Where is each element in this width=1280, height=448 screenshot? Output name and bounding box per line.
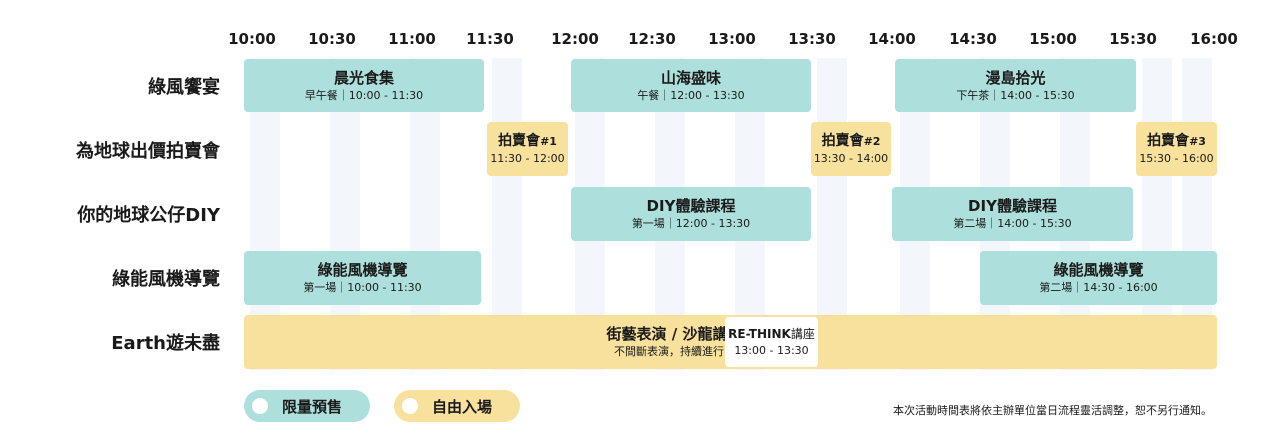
legend-reserved: 限量預售 (244, 390, 370, 422)
event-time: 第一場｜12:00 - 13:30 (631, 217, 751, 230)
time-label: 10:30 (308, 30, 356, 48)
time-label: 11:30 (466, 30, 514, 48)
event-title: 山海盛味 (660, 68, 721, 87)
event-time: 午餐｜12:00 - 13:30 (637, 88, 745, 102)
legend-label: 限量預售 (282, 397, 343, 416)
time-label: 15:00 (1029, 30, 1077, 48)
time-label: 14:30 (949, 30, 997, 48)
legend-dot (252, 398, 268, 414)
legend-free: 自由入場 (394, 390, 520, 422)
row-label-earth: Earth遊未盡 (111, 333, 220, 354)
event-subtitle: 不間斷表演，持續進行中 (614, 345, 735, 358)
time-label: 10:00 (228, 30, 276, 48)
event-rethink-talk[interactable]: RE-THINK講座 13:00 - 13:30 (725, 317, 818, 367)
event-title: DIY體驗課程 (646, 197, 736, 215)
event-tour-2[interactable]: 綠能風機導覽 第二場｜14:30 - 16:00 (980, 251, 1217, 305)
event-feast-lunch[interactable]: 山海盛味 午餐｜12:00 - 13:30 (571, 59, 811, 112)
event-title: 晨光食集 (333, 68, 394, 87)
time-label: 11:00 (388, 30, 436, 48)
event-title: 拍賣會#2 (821, 132, 881, 149)
event-time: 11:30 - 12:00 (490, 151, 565, 165)
event-auction-3[interactable]: 拍賣會#3 15:30 - 16:00 (1136, 122, 1217, 176)
event-title: 漫島拾光 (985, 68, 1046, 87)
row-label-tour: 綠能風機導覽 (112, 269, 220, 290)
event-title: 拍賣會#1 (498, 132, 557, 149)
event-time: 早午餐｜10:00 - 11:30 (304, 88, 424, 102)
time-label: 13:00 (708, 30, 756, 48)
event-title: RE-THINK講座 (728, 326, 815, 341)
event-tour-1[interactable]: 綠能風機導覽 第一場｜10:00 - 11:30 (244, 251, 481, 305)
event-diy-1[interactable]: DIY體驗課程 第一場｜12:00 - 13:30 (571, 187, 811, 241)
time-label: 14:00 (868, 30, 916, 48)
legend-dot (402, 398, 418, 414)
time-label: 12:30 (628, 30, 676, 48)
event-auction-2[interactable]: 拍賣會#2 13:30 - 14:00 (811, 122, 891, 176)
legend-label: 自由入場 (432, 397, 493, 416)
event-title: 拍賣會#3 (1147, 132, 1206, 149)
event-title: 綠能風機導覽 (1053, 261, 1144, 279)
row-label-feast: 綠風饗宴 (148, 77, 220, 98)
row-label-auction: 為地球出價拍賣會 (76, 141, 220, 162)
event-title: 街藝表演 / 沙龍講座 (606, 325, 743, 343)
event-feast-tea[interactable]: 漫島拾光 下午茶｜14:00 - 15:30 (895, 59, 1136, 112)
event-time: 13:30 - 14:00 (813, 151, 889, 165)
event-time: 第二場｜14:30 - 16:00 (1039, 281, 1158, 294)
event-feast-brunch[interactable]: 晨光食集 早午餐｜10:00 - 11:30 (244, 59, 484, 112)
event-title: DIY體驗課程 (968, 197, 1057, 215)
event-time: 13:00 - 13:30 (734, 343, 809, 357)
event-time: 第二場｜14:00 - 15:30 (953, 217, 1072, 230)
time-label: 15:30 (1109, 30, 1157, 48)
event-time: 15:30 - 16:00 (1139, 151, 1214, 165)
event-time: 下午茶｜14:00 - 15:30 (956, 88, 1075, 102)
event-auction-1[interactable]: 拍賣會#1 11:30 - 12:00 (487, 122, 568, 176)
event-diy-2[interactable]: DIY體驗課程 第二場｜14:00 - 15:30 (892, 187, 1133, 241)
event-time: 第一場｜10:00 - 11:30 (303, 281, 422, 294)
time-label: 13:30 (788, 30, 836, 48)
row-label-diy: 你的地球公仔DIY (77, 205, 220, 226)
event-title: 綠能風機導覽 (317, 261, 408, 279)
time-label: 16:00 (1190, 30, 1238, 48)
schedule-note: 本次活動時間表將依主辦單位當日流程靈活調整，恕不另行通知。 (893, 404, 1212, 417)
time-label: 12:00 (551, 30, 599, 48)
